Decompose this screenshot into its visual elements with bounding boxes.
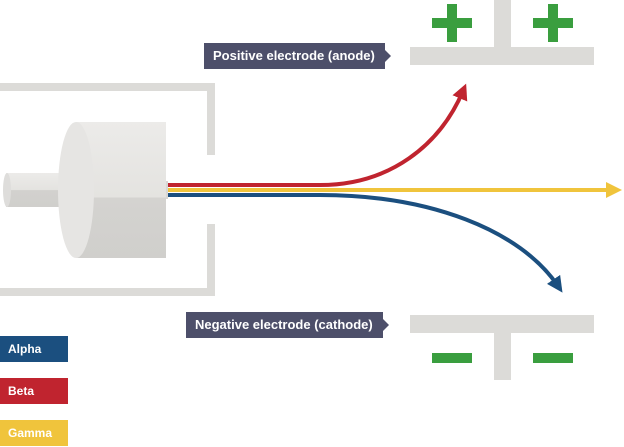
legend-item-gamma: Gamma <box>0 420 68 446</box>
legend-item-beta: Beta <box>0 378 68 404</box>
source-cylinder-face <box>58 122 94 258</box>
beta-beam <box>168 83 468 187</box>
radioactive-source <box>3 122 168 258</box>
legend-item-alpha: Alpha <box>0 336 68 362</box>
cathode-label: Negative electrode (cathode) <box>186 312 389 338</box>
lead-shield <box>0 83 215 296</box>
radiation-beams <box>168 83 622 293</box>
minus-icon <box>432 353 472 363</box>
anode-label: Positive electrode (anode) <box>204 43 391 69</box>
plus-icon <box>533 4 573 42</box>
anode-plate <box>410 0 594 65</box>
minus-icon <box>533 353 573 363</box>
alpha-beam <box>168 193 563 293</box>
source-nozzle-end <box>3 173 11 207</box>
plus-icon <box>432 4 472 42</box>
cathode-plate <box>410 315 594 380</box>
